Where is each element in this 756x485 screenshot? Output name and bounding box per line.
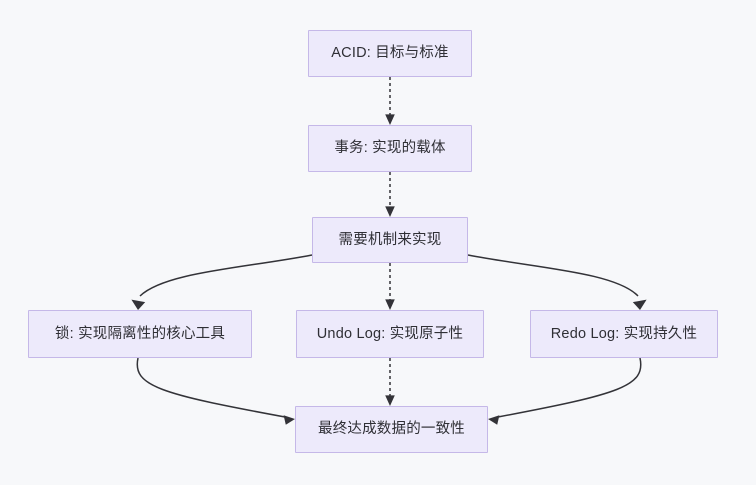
edge-mechanism-to-redo-log — [467, 254, 647, 310]
node-undo-log[interactable]: Undo Log: 实现原子性 — [296, 310, 484, 358]
edge-redo-log-to-consistency — [488, 357, 642, 425]
node-transaction[interactable]: 事务: 实现的载体 — [308, 125, 472, 172]
node-transaction-label: 事务: 实现的载体 — [334, 140, 446, 157]
node-redo-log[interactable]: Redo Log: 实现持久性 — [530, 310, 718, 358]
node-consistency-label: 最终达成数据的一致性 — [318, 421, 465, 438]
edge-mechanism-to-lock — [131, 254, 313, 310]
edge-acid-to-transaction — [385, 77, 395, 125]
node-mechanism[interactable]: 需要机制来实现 — [312, 217, 468, 263]
node-undo-log-label: Undo Log: 实现原子性 — [316, 325, 464, 342]
edge-mechanism-to-undo-log — [385, 263, 395, 310]
edge-transaction-to-mechanism — [385, 172, 395, 217]
node-acid[interactable]: ACID: 目标与标准 — [308, 30, 472, 77]
node-consistency[interactable]: 最终达成数据的一致性 — [295, 406, 488, 453]
node-lock-label: 锁: 实现隔离性的核心工具 — [54, 325, 226, 342]
edge-lock-to-consistency — [136, 357, 295, 425]
node-lock[interactable]: 锁: 实现隔离性的核心工具 — [28, 310, 252, 358]
node-acid-label: ACID: 目标与标准 — [331, 45, 449, 62]
node-redo-log-label: Redo Log: 实现持久性 — [550, 325, 698, 342]
edge-undo-log-to-consistency — [385, 358, 395, 406]
node-mechanism-label: 需要机制来实现 — [338, 231, 442, 248]
